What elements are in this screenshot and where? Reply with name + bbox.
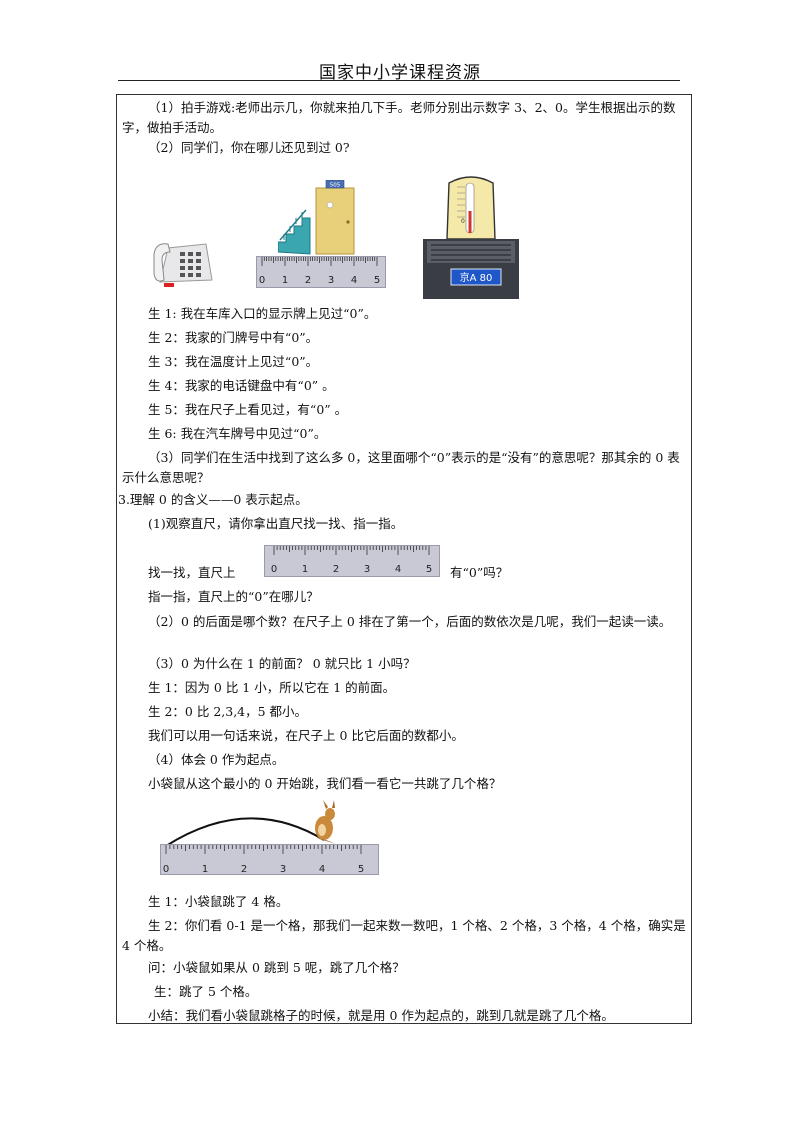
ruler-number-label: 3 [328, 275, 334, 286]
content-frame [116, 94, 692, 1024]
telephone-image [153, 243, 213, 287]
section-heading-3: 3.理解 0 的含义——0 表示起点。 [118, 492, 308, 507]
ruler-number-label: 3 [364, 564, 370, 575]
paragraph-question-3b: （3）0 为什么在 1 的前面？ 0 就只比 1 小吗？ [148, 656, 416, 671]
observe-ruler-line: (1)观察直尺，请你拿出直尺找一找、指一指。 [148, 516, 404, 531]
student-2-line: 生 2：我家的门牌号中有“0”。 [148, 330, 319, 345]
paragraph-question-4: （4）体会 0 作为起点。 [148, 752, 285, 767]
thermometer-image: 0 [446, 176, 496, 240]
answer-jump-5: 生：跳了 5 个格。 [154, 984, 258, 999]
kangaroo-question: 小袋鼠从这个最小的 0 开始跳，我们看一看它一共跳了几个格？ [148, 776, 502, 791]
find-left-text: 找一找，直尺上 [148, 565, 236, 580]
ruler-number-label: 2 [333, 564, 339, 575]
ruler-number-label: 4 [395, 564, 401, 575]
answer-1-line: 生 1：因为 0 比 1 小，所以它在 1 的前面。 [148, 680, 396, 695]
ruler-number-label: 4 [319, 864, 325, 875]
paragraph-clap-game: （1）拍手游戏:老师出示几，你就来拍几下手。老师分别出示数字 3、2、0。学生根… [122, 100, 676, 135]
ruler-number-label: 3 [280, 864, 286, 875]
ruler-number-label: 1 [302, 564, 308, 575]
ruler-number-label: 4 [351, 275, 357, 286]
paragraph-question-3: （3）同学们在生活中找到了这么多 0，这里面哪个“0”表示的是“没有”的意思呢？… [122, 450, 680, 485]
ruler-number-label: 0 [163, 864, 169, 875]
ruler-number-label: 5 [426, 564, 432, 575]
student-5-line: 生 5：我在尺子上看见过，有“0” 。 [148, 402, 348, 417]
header-rule [118, 80, 680, 81]
ruler-image-2: 0 1 2 3 4 5 [264, 545, 440, 577]
ruler-number-label: 0 [259, 275, 265, 286]
find-right-text: 有“0”吗？ [450, 565, 509, 580]
question-jump-to-5: 问：小袋鼠如果从 0 跳到 5 呢，跳了几个格？ [148, 960, 405, 975]
svg-text:0: 0 [461, 218, 465, 225]
point-line: 指一指，直尺上的“0”在哪儿？ [148, 589, 319, 604]
kangaroo-answer-2: 生 2：你们看 0-1 是一个格，那我们一起来数一数吧，1 个格、2 个格，3 … [122, 918, 686, 953]
door-stairs-image: 505 [278, 180, 355, 255]
paragraph-question-2: （2）0 的后面是哪个数？在尺子上 0 排在了第一个，后面的数依次是几呢，我们一… [148, 614, 672, 629]
student-4-line: 生 4：我家的电话键盘中有“0” 。 [148, 378, 335, 393]
plate-text: 京A 80 [460, 271, 493, 284]
kangaroo-ruler-image: 0 1 2 3 4 5 [160, 800, 379, 875]
ruler-number-label: 2 [305, 275, 311, 286]
answer-2-line: 生 2：0 比 2,3,4，5 都小。 [148, 704, 308, 719]
summary-sentence: 我们可以用一句话来说，在尺子上 0 比它后面的数都小。 [148, 728, 464, 743]
student-3-line: 生 3：我在温度计上见过“0”。 [148, 354, 319, 369]
page-header-title: 国家中小学课程资源 [319, 63, 481, 83]
student-1-line: 生 1: 我在车库入口的显示牌上见过“0”。 [148, 306, 377, 321]
ruler-image-1: 0 1 2 3 4 5 [256, 256, 386, 288]
car-plate-image: 京A 80 [423, 239, 519, 299]
ruler-number-label: 1 [282, 275, 288, 286]
paragraph-where-zero: （2）同学们，你在哪儿还见到过 0? [148, 140, 350, 155]
ruler-number-label: 2 [241, 864, 247, 875]
jump-arc [165, 817, 325, 847]
kangaroo-icon [315, 800, 336, 844]
ruler-number-label: 5 [374, 275, 380, 286]
ruler-number-label: 1 [202, 864, 208, 875]
student-6-line: 生 6: 我在汽车牌号中见过“0”。 [148, 426, 327, 441]
kangaroo-answer-1: 生 1：小袋鼠跳了 4 格。 [148, 894, 289, 909]
door-number-label: 505 [330, 183, 341, 189]
lesson-summary: 小结：我们看小袋鼠跳格子的时候，就是用 0 作为起点的，跳到几就是跳了几个格。 [148, 1008, 614, 1023]
ruler-number-label: 5 [358, 864, 364, 875]
ruler-number-label: 0 [271, 564, 277, 575]
